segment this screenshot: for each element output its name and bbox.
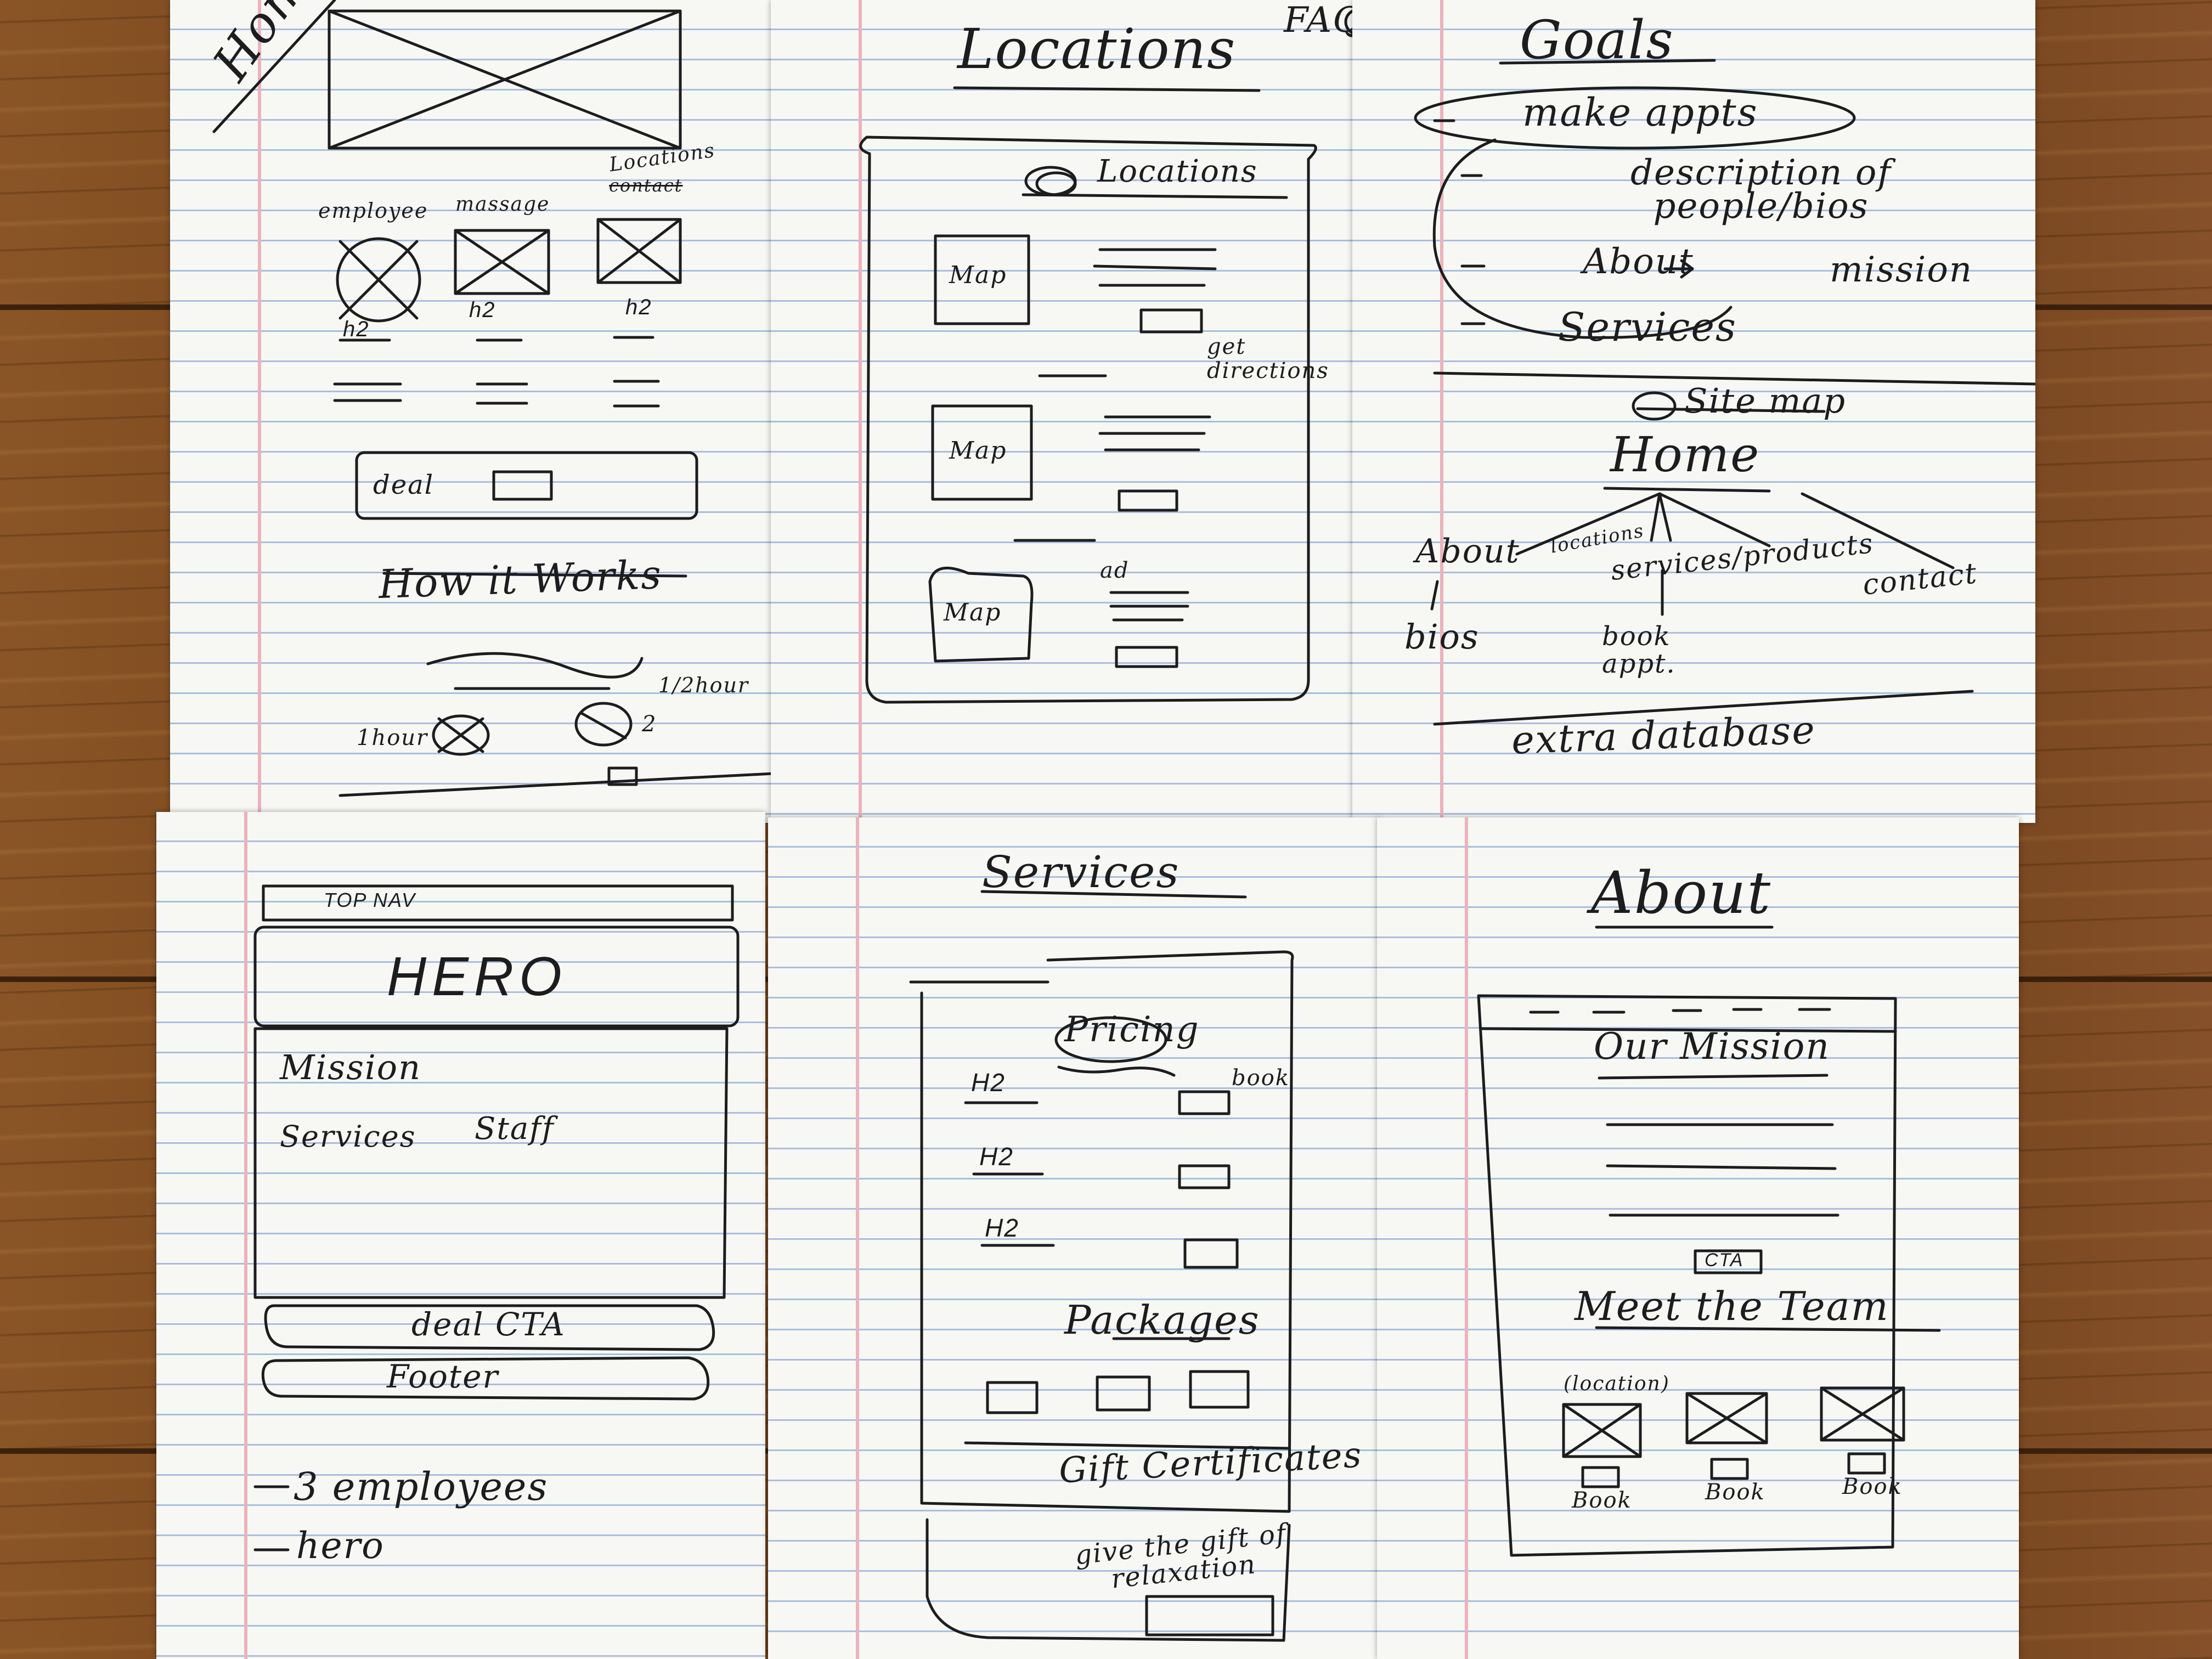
faq-label: FAQ bbox=[1284, 0, 1363, 41]
massage-image-placeholder bbox=[454, 229, 550, 295]
goal-item-about: About bbox=[1583, 241, 1694, 282]
goal-item-appts: make appts bbox=[1522, 90, 1758, 135]
book-label: Book bbox=[1842, 1474, 1903, 1499]
map-label: Map bbox=[944, 599, 1002, 627]
meet-the-team-heading: Meet the Team bbox=[1575, 1283, 1889, 1329]
how-it-works-heading: How it Works bbox=[377, 551, 663, 607]
services-label: Services bbox=[280, 1119, 416, 1154]
footer-box bbox=[261, 1356, 710, 1401]
services-content-frame bbox=[920, 950, 1294, 1513]
book-label: Book bbox=[1572, 1488, 1632, 1513]
services-sketch-drawing bbox=[909, 890, 1294, 1642]
pricing-heading: Pricing bbox=[1064, 1009, 1200, 1050]
locations-wireframe-sheet: Locations FAQ Locations Map Map Map get … bbox=[771, 0, 1391, 823]
team-member-image-placeholder bbox=[1685, 1392, 1768, 1444]
extra-database-note: extra database bbox=[1510, 707, 1817, 763]
footer-label: Footer bbox=[387, 1358, 499, 1395]
h2-label: H2 bbox=[979, 1142, 1014, 1171]
step-label: 1/2hour bbox=[658, 673, 749, 697]
map-placeholder bbox=[934, 234, 1030, 325]
staff-label: Staff bbox=[475, 1111, 555, 1147]
employee-label: employee bbox=[318, 199, 428, 223]
locations-sketch-drawing bbox=[859, 8, 1372, 704]
massage-label: massage bbox=[455, 193, 550, 216]
hero-layout-sketch-drawing bbox=[253, 884, 740, 1551]
ad-label: ad bbox=[1100, 558, 1130, 583]
goal-item-bios: description of people/bios bbox=[1630, 153, 1892, 227]
employee-image-placeholder bbox=[336, 237, 421, 323]
note-employees: 3 employees bbox=[294, 1464, 549, 1509]
home-wireframe-sheet: Home employee massage Locations contact … bbox=[170, 0, 774, 823]
about-title: About bbox=[1591, 859, 1772, 927]
goals-title: Goals bbox=[1520, 9, 1674, 71]
h2-label: H2 bbox=[985, 1214, 1019, 1242]
goals-sitemap-sheet: Goals make appts description of people/b… bbox=[1352, 0, 2035, 823]
sitemap-bios-node: bios bbox=[1404, 617, 1480, 657]
map-label: Map bbox=[949, 437, 1007, 465]
site-map-heading: Site map bbox=[1684, 381, 1847, 421]
hero-box bbox=[253, 926, 740, 1028]
home-sketch-drawing bbox=[212, 0, 774, 797]
deal-cta-box bbox=[264, 1304, 715, 1351]
h2-label: H2 bbox=[971, 1068, 1006, 1097]
map-placeholder bbox=[928, 566, 1034, 663]
locations-title: Locations bbox=[957, 17, 1237, 81]
h2-label: h2 bbox=[625, 295, 652, 319]
gift-certificate-box bbox=[926, 1518, 1291, 1642]
cta-label: CTA bbox=[1705, 1250, 1744, 1271]
services-wireframe-sheet: Services Pricing book H2 H2 H2 Packages … bbox=[768, 817, 1380, 1659]
book-label: Book bbox=[1705, 1480, 1765, 1505]
book-label: book bbox=[1232, 1065, 1290, 1091]
top-nav-box bbox=[262, 884, 734, 922]
team-member-image-placeholder bbox=[1562, 1403, 1642, 1458]
top-nav-label: TOP NAV bbox=[324, 889, 416, 911]
note-hero: hero bbox=[296, 1525, 385, 1567]
deal-label: deal bbox=[373, 470, 435, 500]
packages-heading: Packages bbox=[1064, 1297, 1260, 1343]
locations-image-placeholder bbox=[596, 218, 682, 284]
our-mission-heading: Our Mission bbox=[1594, 1025, 1830, 1068]
goal-item-mission: mission bbox=[1830, 250, 1973, 290]
deal-banner bbox=[355, 451, 698, 520]
mission-label: Mission bbox=[280, 1047, 422, 1087]
goals-bracket bbox=[1432, 138, 1733, 339]
services-title: Services bbox=[982, 847, 1180, 898]
map-placeholder bbox=[931, 404, 1033, 501]
goal-item-services: Services bbox=[1558, 304, 1737, 350]
sitemap-home-node: Home bbox=[1610, 426, 1760, 483]
step-label: 2 bbox=[642, 712, 657, 737]
about-wireframe-sheet: About Our Mission CTA Meet the Team (loc… bbox=[1377, 817, 2019, 1659]
about-content-frame bbox=[1477, 994, 1897, 1557]
about-sketch-drawing bbox=[1477, 926, 1941, 1557]
hero-layout-sheet: TOP NAV HERO Mission Services Staff deal… bbox=[156, 812, 765, 1659]
location-note: (location) bbox=[1564, 1373, 1670, 1395]
content-box bbox=[253, 1027, 729, 1299]
locations-section-heading: Locations bbox=[1097, 154, 1258, 189]
get-directions-label: get directions bbox=[1207, 334, 1329, 383]
team-member-image-placeholder bbox=[1820, 1386, 1905, 1442]
sitemap-book-node: book appt. bbox=[1602, 621, 1676, 680]
make-appts-circle bbox=[1414, 86, 1856, 150]
goals-sketch-drawing bbox=[1414, 59, 2035, 726]
hero-image-placeholder bbox=[328, 9, 682, 150]
locations-content-frame bbox=[859, 136, 1317, 704]
contact-crossed-out: contact bbox=[609, 175, 683, 196]
step-label: 1hour bbox=[357, 725, 428, 751]
h2-label: h2 bbox=[343, 317, 370, 341]
map-label: Map bbox=[949, 261, 1007, 289]
h2-label: h2 bbox=[469, 298, 496, 322]
deal-cta-label: deal CTA bbox=[411, 1306, 566, 1343]
sitemap-about-node: About bbox=[1415, 532, 1520, 571]
hero-label: HERO bbox=[387, 946, 567, 1007]
